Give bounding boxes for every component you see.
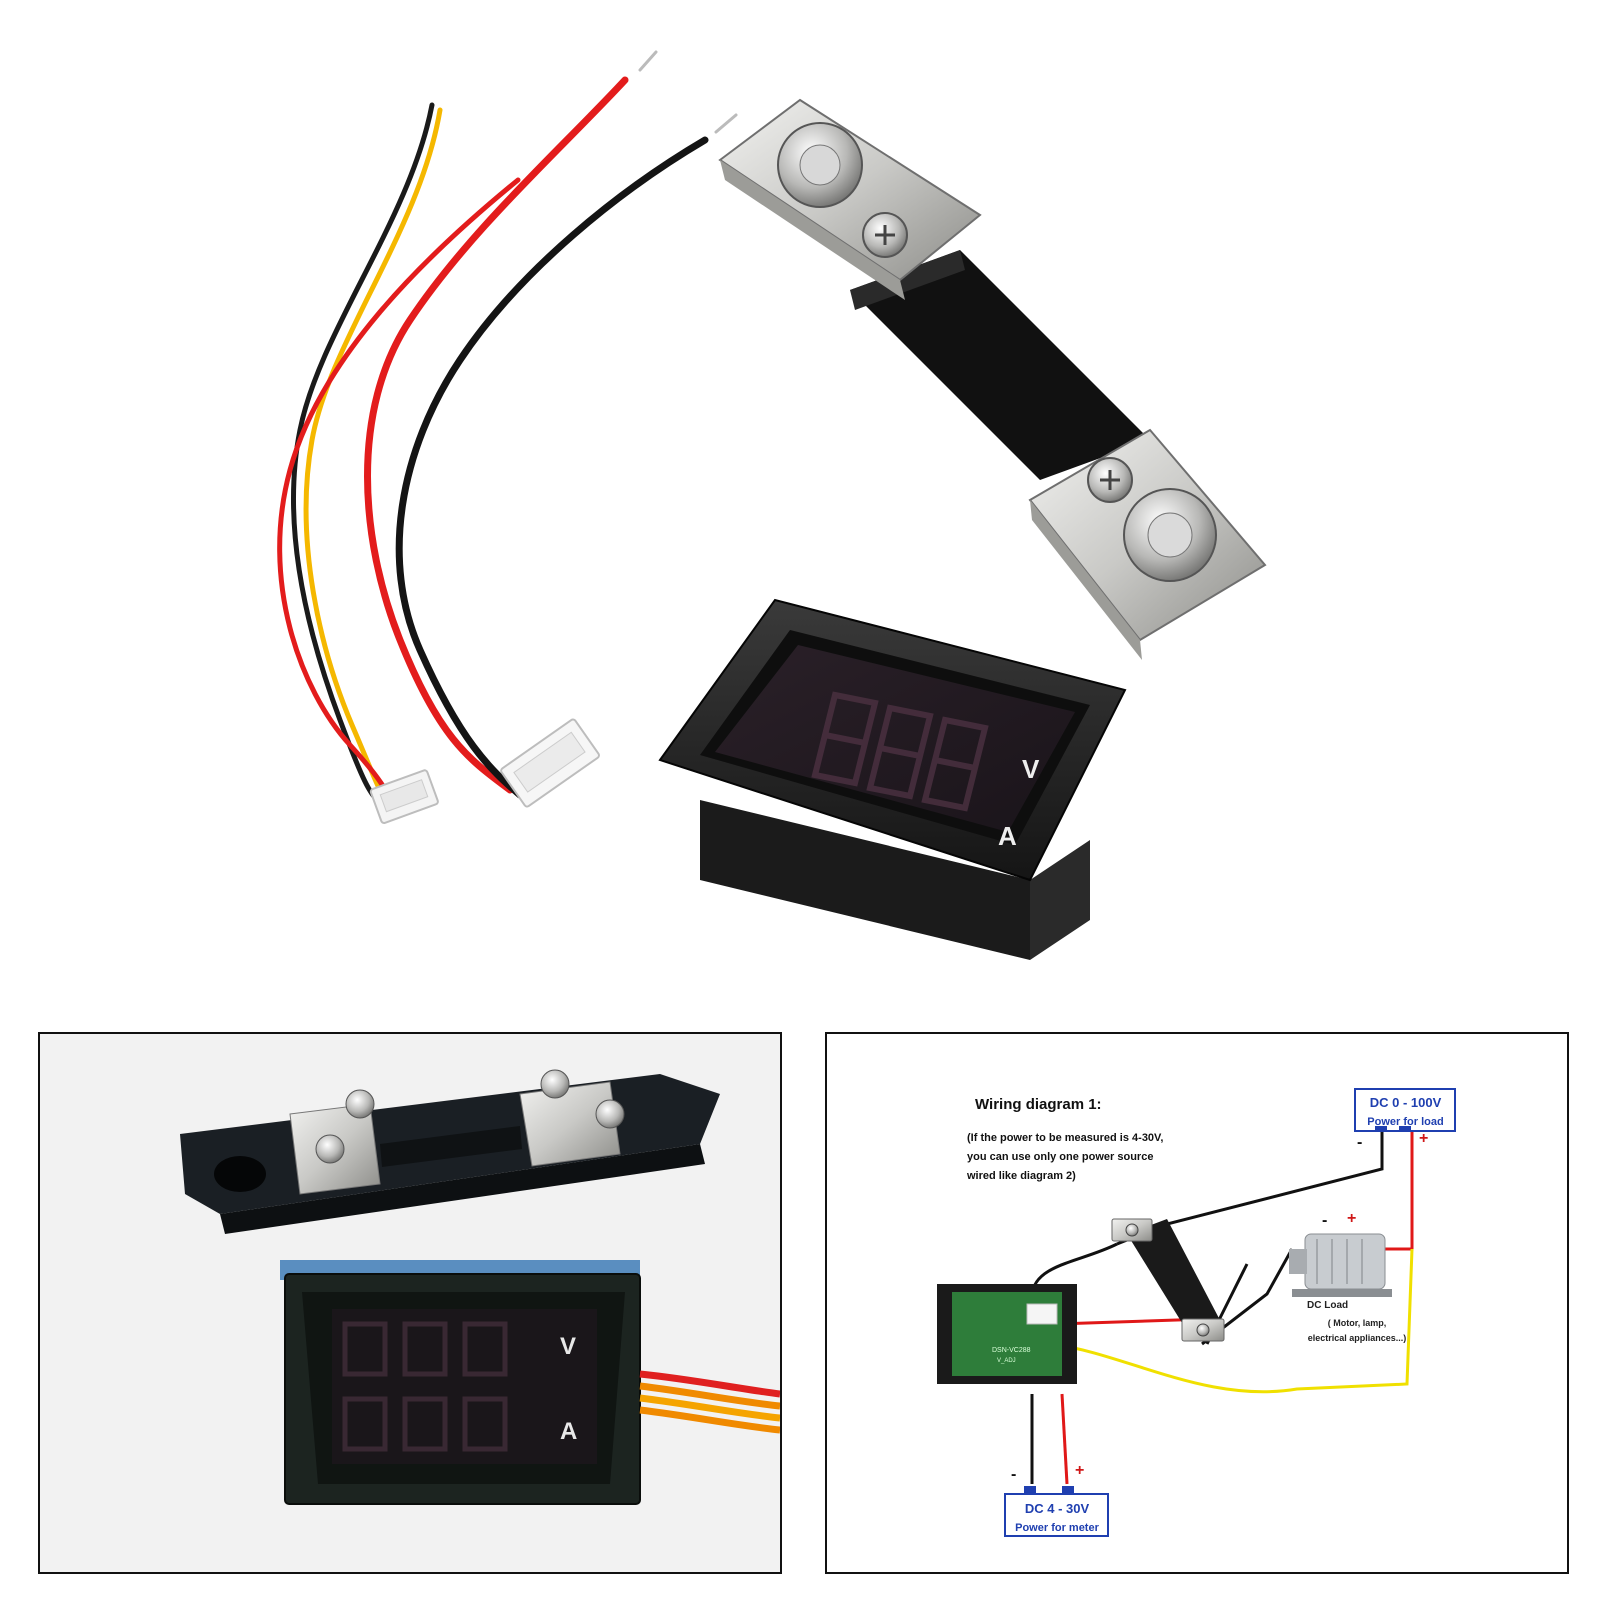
panel-meter-unit-amp: A xyxy=(560,1418,577,1445)
connector-small xyxy=(369,769,439,824)
meter-power-sub: Power for meter xyxy=(1015,1522,1099,1534)
pcb-label: DSN-VC288 xyxy=(992,1347,1031,1354)
load-description: ( Motor, lamp, electrical appliances...) xyxy=(1277,1316,1437,1346)
shunt-block-bottom xyxy=(1028,428,1267,660)
meter-unit-amp: A xyxy=(998,821,1017,851)
photo-panel: V A xyxy=(38,1032,782,1574)
meter-unit-volt: V xyxy=(1022,754,1040,784)
note-line: wired like diagram 2) xyxy=(967,1170,1076,1182)
product-photo: V A xyxy=(277,50,1267,960)
load-power-voltage: DC 0 - 100V xyxy=(1369,1095,1442,1110)
shunt-on-base xyxy=(180,1069,720,1234)
diagram-title: Wiring diagram 1: xyxy=(975,1096,1102,1113)
voltmeter-ammeter: V A xyxy=(658,598,1127,960)
load-power-label: DC 0 - 100V Power for load xyxy=(1357,1091,1454,1128)
shunt-resistor xyxy=(718,98,1267,660)
meter-front: V A xyxy=(280,1260,641,1505)
note-line: you can use only one power source xyxy=(967,1151,1154,1163)
load-power-minus: - xyxy=(1357,1134,1363,1151)
meter-power-label: DC 4 - 30V Power for meter xyxy=(1007,1497,1107,1534)
wiring-diagram-panel: DSN-VC288 V_ADJ Wiring diagram 1: (If th… xyxy=(825,1032,1569,1574)
meter-power-voltage: DC 4 - 30V xyxy=(1024,1501,1090,1516)
load-power-sub: Power for load xyxy=(1367,1116,1444,1128)
pcb-adj-label: V_ADJ xyxy=(997,1358,1016,1364)
load-plus: + xyxy=(1347,1210,1357,1227)
note-line: (If the power to be measured is 4-30V, xyxy=(967,1132,1164,1144)
diagram-meter: DSN-VC288 V_ADJ xyxy=(937,1284,1077,1384)
load-desc-line: electrical appliances...) xyxy=(1307,1333,1407,1343)
load-desc-line: ( Motor, lamp, xyxy=(1327,1318,1387,1328)
load-minus: - xyxy=(1322,1212,1328,1229)
meter-power-minus: - xyxy=(1011,1466,1017,1483)
connector-large xyxy=(500,718,600,808)
panel-meter-unit-volt: V xyxy=(560,1333,576,1360)
panel-wires xyxy=(639,1370,780,1434)
shunt-block-top xyxy=(718,98,982,300)
diagram-shunt xyxy=(1111,1218,1225,1342)
load-label: DC Load xyxy=(1307,1300,1349,1311)
meter-digits xyxy=(811,691,989,812)
meter-power-plus: + xyxy=(1075,1462,1085,1479)
dc-load-motor xyxy=(1289,1233,1392,1297)
load-power-plus: + xyxy=(1419,1130,1429,1147)
diagram-note: (If the power to be measured is 4-30V, y… xyxy=(967,1129,1163,1186)
wire-harness xyxy=(277,50,738,818)
meter-power-box xyxy=(1004,1493,1109,1537)
